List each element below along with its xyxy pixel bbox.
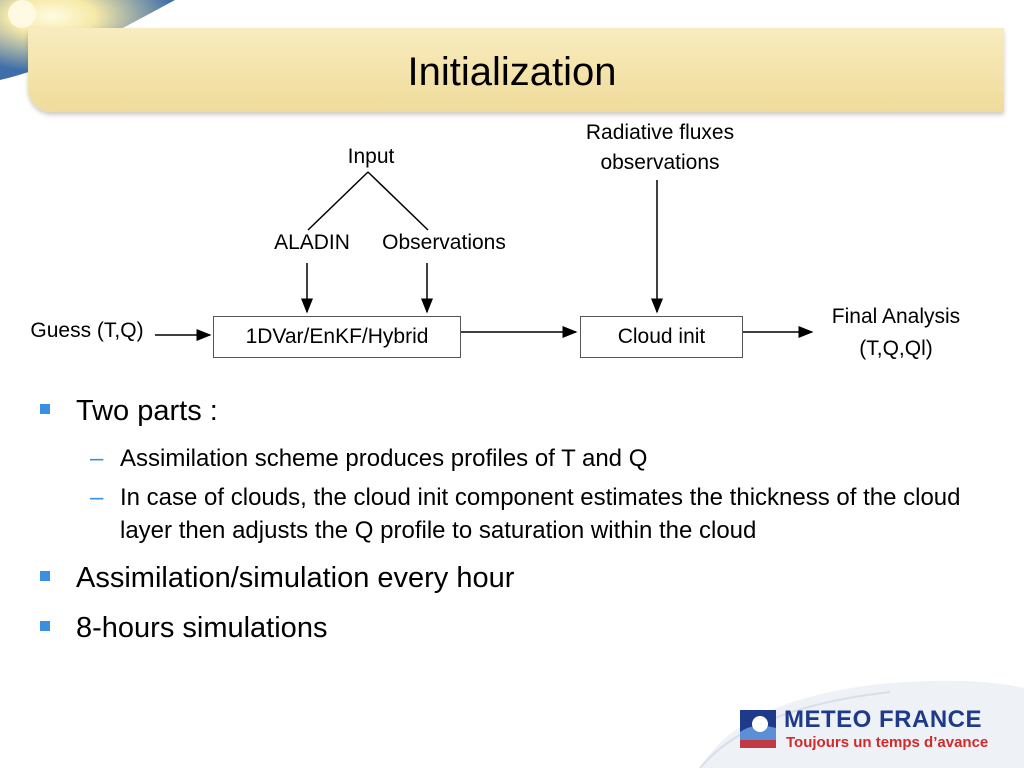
dash-bullet-icon: – [90, 445, 104, 472]
logo-mark-icon [740, 710, 776, 748]
logo-name: METEO FRANCE [784, 706, 982, 733]
bullet-item: 8-hours simulations [38, 609, 1008, 647]
final-analysis-line1: Final Analysis [831, 305, 961, 328]
title-band [28, 28, 1004, 112]
sub-bullet-text: Assimilation scheme produces profiles of… [120, 445, 648, 472]
diagram-connectors [155, 171, 814, 341]
radiative-label-line2: observations [600, 151, 720, 174]
dash-bullet-icon: – [90, 484, 104, 511]
bullet-list: Two parts : – Assimilation scheme produc… [38, 392, 1008, 659]
observations-label: Observations [382, 231, 506, 254]
square-bullet-icon [40, 404, 50, 414]
sub-bullet-item: – In case of clouds, the cloud init comp… [38, 481, 1008, 547]
meteo-france-logo: METEO FRANCE Toujours un temps d’avance [680, 680, 1024, 768]
radiative-label-line1: Radiative fluxes [585, 121, 735, 144]
bullet-text: Assimilation/simulation every hour [76, 562, 515, 594]
cloud-init-box: Cloud init [580, 316, 743, 358]
bullet-text: Two parts : [76, 395, 218, 427]
input-branch-right [367, 171, 429, 231]
input-branch-left [307, 171, 369, 231]
sub-bullet-item: – Assimilation scheme produces profiles … [38, 442, 1008, 475]
input-label: Input [347, 145, 395, 168]
square-bullet-icon [40, 621, 50, 631]
bullet-item: Two parts : [38, 392, 1008, 430]
bullet-item: Assimilation/simulation every hour [38, 559, 1008, 597]
sub-bullet-text: In case of clouds, the cloud init compon… [120, 484, 961, 544]
assimilation-box: 1DVar/EnKF/Hybrid [213, 316, 461, 358]
logo-tagline: Toujours un temps d’avance [786, 734, 989, 751]
guess-label: Guess (T,Q) [30, 319, 144, 342]
final-analysis-line2: (T,Q,Ql) [859, 337, 933, 360]
flow-diagram: Input ALADIN Observations Radiative flux… [0, 110, 1024, 380]
aladin-label: ALADIN [274, 231, 350, 254]
square-bullet-icon [40, 571, 50, 581]
page-title: Initialization [407, 50, 617, 94]
bullet-text: 8-hours simulations [76, 612, 328, 644]
